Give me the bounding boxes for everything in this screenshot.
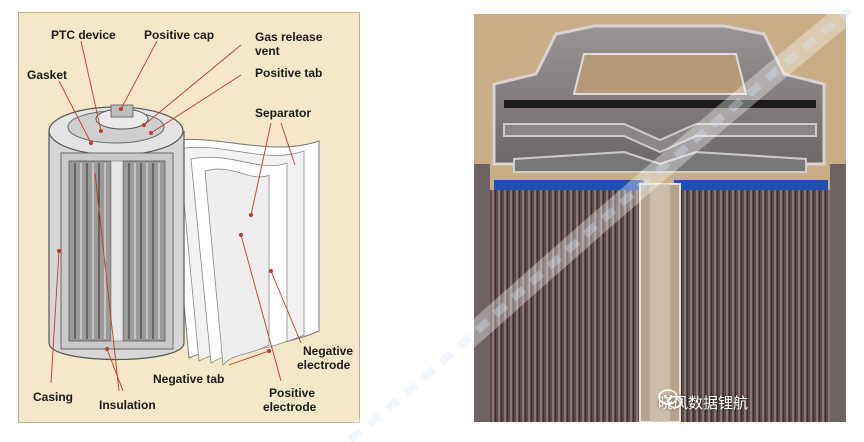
wound-electrodes bbox=[490, 183, 830, 422]
wechat-icon bbox=[658, 389, 683, 409]
left-blue-tape bbox=[494, 180, 644, 190]
right-blue-tape bbox=[674, 180, 828, 190]
label-insulation: Insulation bbox=[99, 398, 156, 412]
battery-diagram-svg: PTC device Positive cap Gas release vent… bbox=[27, 28, 353, 414]
unrolled-electrode-sheets bbox=[168, 138, 320, 366]
label-separator: Separator bbox=[255, 106, 311, 120]
cap-assembly bbox=[492, 24, 826, 173]
label-positive-tab: Positive tab bbox=[255, 66, 322, 80]
wechat-watermark: 晓风数据锂航 bbox=[658, 388, 748, 416]
label-gas-release-vent-line2: vent bbox=[255, 44, 280, 58]
battery-cross-section-photo bbox=[474, 14, 846, 422]
leader-lines bbox=[50, 40, 302, 392]
label-negative-electrode-line2: electrode bbox=[297, 358, 351, 372]
label-positive-cap: Positive cap bbox=[144, 28, 214, 42]
label-positive-electrode-line2: electrode bbox=[263, 400, 317, 414]
label-casing: Casing bbox=[33, 390, 73, 404]
battery-diagram-illustration: PTC device Positive cap Gas release vent… bbox=[18, 12, 360, 423]
cross-section-photo-svg bbox=[474, 14, 846, 422]
label-negative-tab: Negative tab bbox=[153, 372, 224, 386]
jelly-roll-layers bbox=[68, 160, 166, 342]
label-ptc-device: PTC device bbox=[51, 28, 116, 42]
label-gasket: Gasket bbox=[27, 68, 67, 82]
label-negative-electrode-line1: Negative bbox=[303, 344, 353, 358]
label-gas-release-vent-line1: Gas release bbox=[255, 30, 323, 44]
label-positive-electrode-line1: Positive bbox=[269, 386, 315, 400]
component-labels: PTC device Positive cap Gas release vent… bbox=[27, 28, 353, 414]
